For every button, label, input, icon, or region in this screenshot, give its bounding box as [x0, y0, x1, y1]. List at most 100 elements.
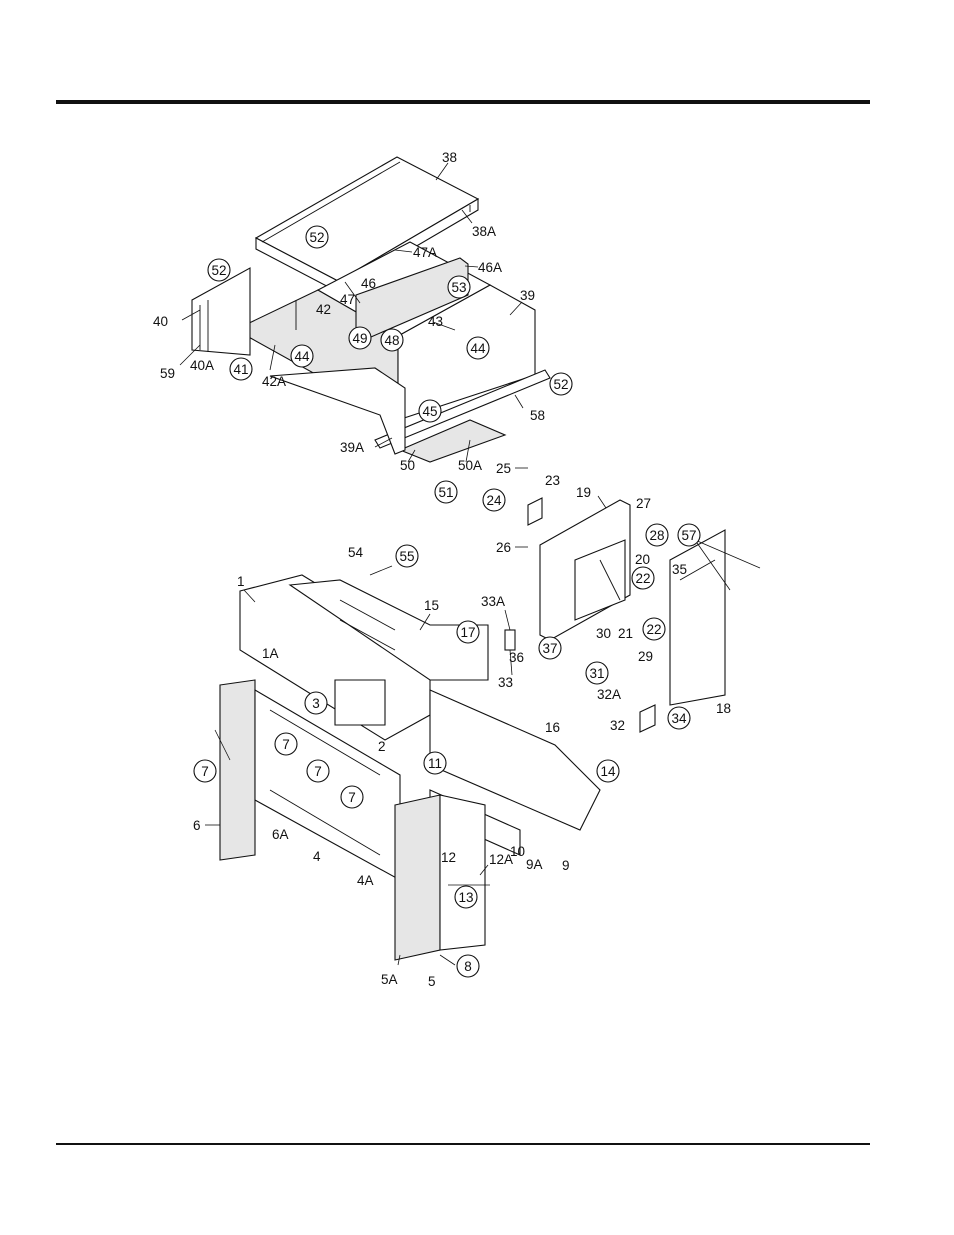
label-46A: 46A: [478, 260, 502, 275]
label-25: 25: [496, 461, 511, 476]
callout-8: 8: [457, 955, 479, 977]
svg-text:28: 28: [649, 528, 664, 543]
corner-post-face-part: [440, 795, 485, 950]
callout-13: 13: [455, 886, 477, 908]
callout-48: 48: [381, 329, 403, 351]
callout-22a: 22: [632, 567, 654, 589]
label-2: 2: [378, 739, 386, 754]
svg-text:22: 22: [635, 571, 650, 586]
callout-7b: 7: [194, 760, 216, 782]
label-59: 59: [160, 366, 175, 381]
label-54: 54: [348, 545, 364, 560]
callout-37: 37: [539, 637, 561, 659]
label-39A: 39A: [340, 440, 364, 455]
callout-14: 14: [597, 760, 619, 782]
label-6: 6: [193, 818, 201, 833]
callout-17: 17: [457, 621, 479, 643]
label-1: 1: [237, 574, 245, 589]
callout-51: 51: [435, 481, 457, 503]
callout-52a: 52: [306, 226, 328, 248]
svg-text:51: 51: [438, 485, 453, 500]
label-23: 23: [545, 473, 560, 488]
label-16: 16: [545, 720, 560, 735]
svg-text:7: 7: [348, 790, 356, 805]
label-58: 58: [530, 408, 545, 423]
callout-11: 11: [424, 752, 446, 774]
corner-post-part: [395, 795, 440, 960]
label-43: 43: [428, 314, 443, 329]
svg-text:11: 11: [428, 756, 442, 771]
svg-text:44: 44: [470, 341, 486, 356]
callout-44b: 44: [291, 345, 313, 367]
svg-text:24: 24: [486, 493, 502, 508]
label-15: 15: [424, 598, 439, 613]
svg-text:7: 7: [282, 737, 290, 752]
label-30: 30: [596, 626, 611, 641]
svg-text:17: 17: [460, 625, 475, 640]
label-10: 10: [510, 844, 525, 859]
label-39: 39: [520, 288, 535, 303]
label-36: 36: [509, 650, 524, 665]
label-5: 5: [428, 974, 436, 989]
svg-text:37: 37: [542, 641, 557, 656]
callout-7c: 7: [307, 760, 329, 782]
label-47: 47: [340, 292, 355, 307]
callout-28: 28: [646, 524, 668, 546]
svg-text:34: 34: [671, 711, 687, 726]
side-door-part: [670, 530, 725, 705]
label-50A: 50A: [458, 458, 482, 473]
callout-3: 3: [305, 692, 327, 714]
label-20: 20: [635, 552, 650, 567]
svg-text:13: 13: [458, 890, 473, 905]
svg-text:8: 8: [464, 959, 472, 974]
svg-text:48: 48: [384, 333, 399, 348]
callout-24: 24: [483, 489, 505, 511]
label-42: 42: [316, 302, 331, 317]
label-32A: 32A: [597, 687, 621, 702]
label-33: 33: [498, 675, 513, 690]
label-33A: 33A: [481, 594, 505, 609]
svg-text:22: 22: [646, 622, 661, 637]
bracket-32-part: [640, 705, 655, 732]
hinge-part: [505, 630, 515, 650]
svg-text:49: 49: [352, 331, 367, 346]
callout-55: 55: [396, 545, 418, 567]
svg-text:52: 52: [211, 263, 226, 278]
label-4A: 4A: [357, 873, 374, 888]
label-4: 4: [313, 849, 321, 864]
label-18: 18: [716, 701, 731, 716]
callout-45: 45: [419, 400, 441, 422]
svg-text:7: 7: [201, 764, 209, 779]
callout-7a: 7: [275, 733, 297, 755]
svg-text:57: 57: [681, 528, 696, 543]
label-29: 29: [638, 649, 653, 664]
svg-text:53: 53: [451, 280, 466, 295]
callout-22b: 22: [643, 618, 665, 640]
label-5A: 5A: [381, 972, 398, 987]
svg-text:3: 3: [312, 696, 320, 711]
label-46: 46: [361, 276, 376, 291]
svg-text:44: 44: [294, 349, 310, 364]
label-12: 12: [441, 850, 456, 865]
svg-text:7: 7: [314, 764, 322, 779]
label-35: 35: [672, 562, 687, 577]
callout-49: 49: [349, 327, 371, 349]
callout-57: 57: [678, 524, 700, 546]
label-19: 19: [576, 485, 591, 500]
svg-text:52: 52: [553, 377, 568, 392]
label-47A: 47A: [413, 245, 437, 260]
callout-52b: 52: [208, 259, 230, 281]
callout-53: 53: [448, 276, 470, 298]
label-38: 38: [442, 150, 457, 165]
label-9A: 9A: [526, 857, 543, 872]
label-1A: 1A: [262, 646, 279, 661]
label-21: 21: [618, 626, 633, 641]
label-42A: 42A: [262, 374, 286, 389]
callout-52c: 52: [550, 373, 572, 395]
svg-text:52: 52: [309, 230, 324, 245]
label-26: 26: [496, 540, 511, 555]
callout-34: 34: [668, 707, 690, 729]
left-panel-part: [220, 680, 255, 860]
label-6A: 6A: [272, 827, 289, 842]
